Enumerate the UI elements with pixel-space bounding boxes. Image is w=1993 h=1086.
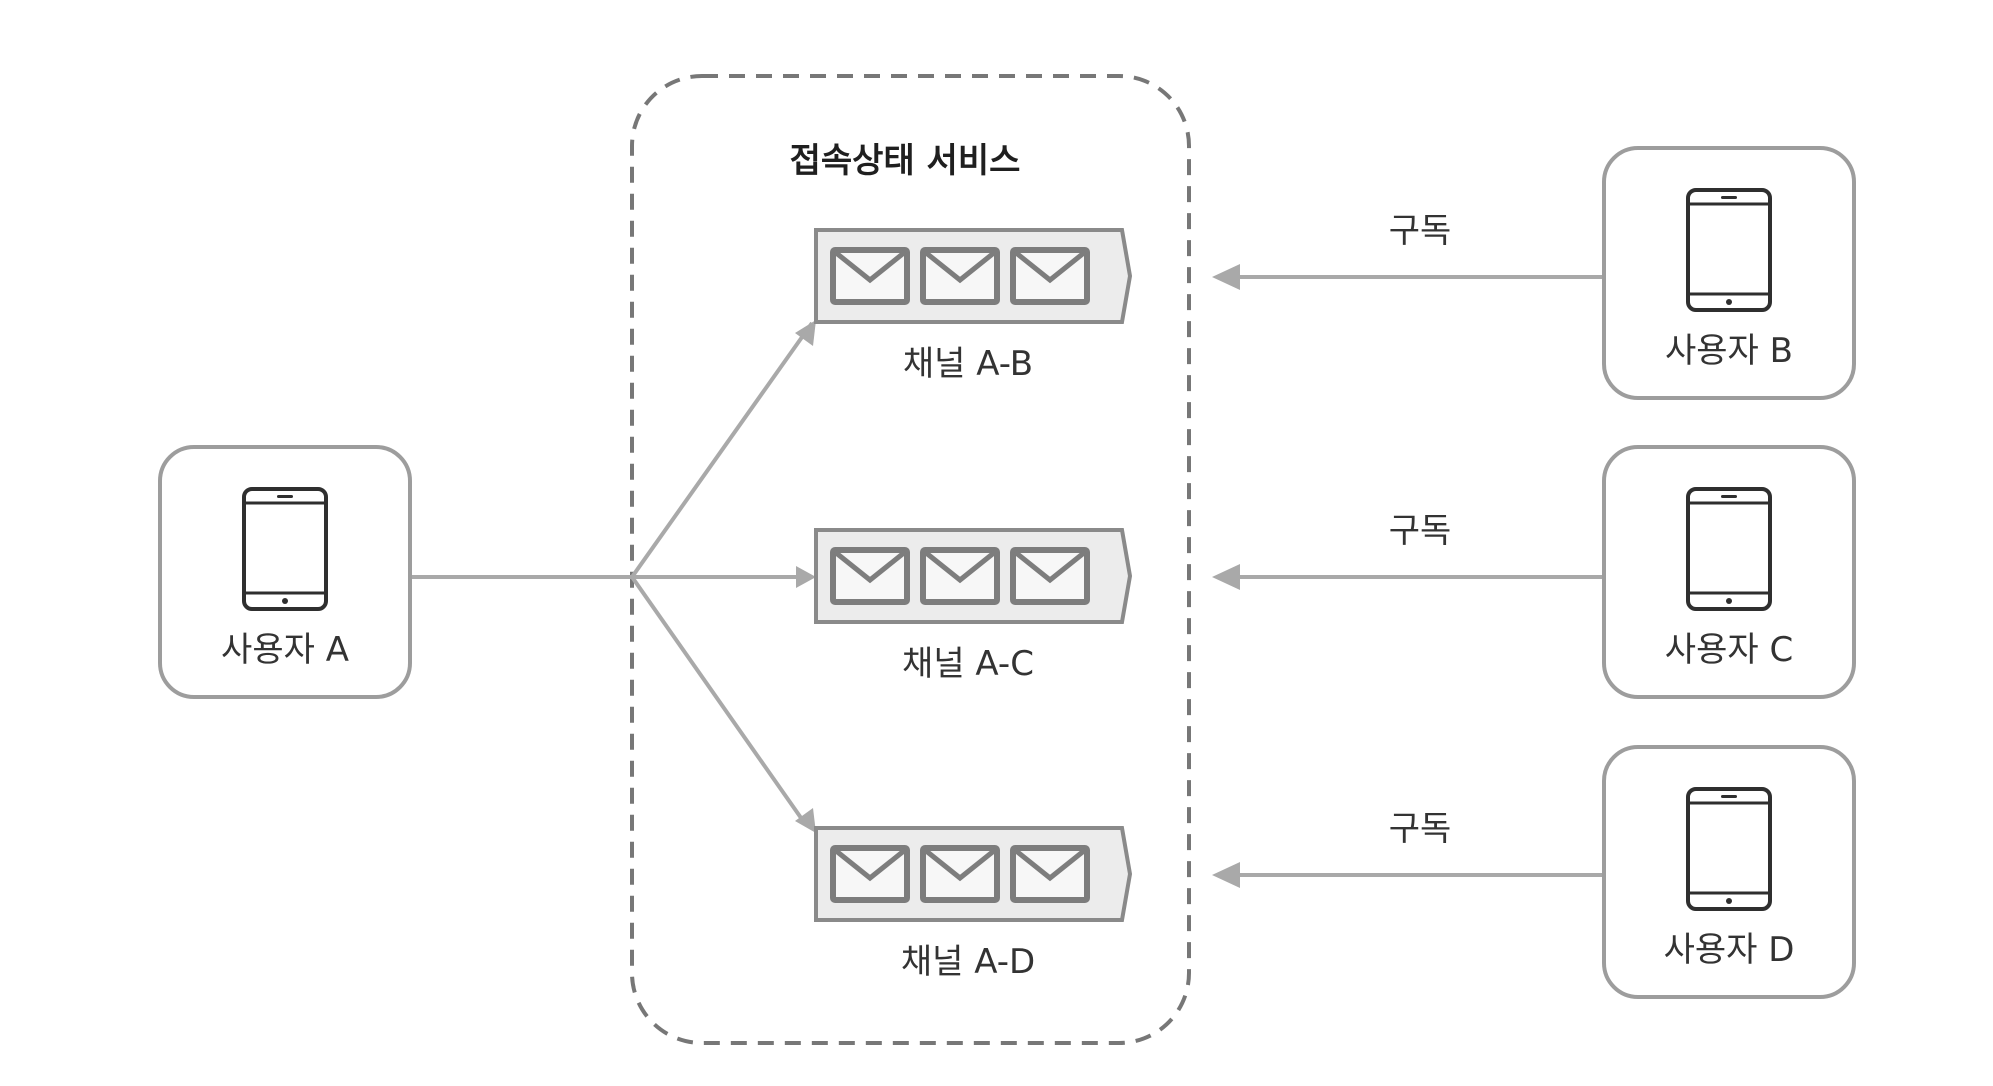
edge-label-subscribe-d: 구독	[1389, 809, 1452, 849]
channel-a-c: 채널 A-C	[814, 528, 1133, 684]
presence-service-boundary	[630, 74, 1191, 1045]
envelope-icon	[830, 845, 910, 903]
smartphone-icon	[1686, 787, 1772, 911]
envelope-icon	[920, 247, 1000, 305]
user-label: 사용자 A	[221, 630, 349, 670]
subscribe-edges: 구독 구독 구독	[1212, 211, 1604, 888]
arrowhead-subscribe-b	[1212, 264, 1240, 290]
user-d-node: 사용자 D	[1602, 745, 1856, 999]
user-c-node: 사용자 C	[1602, 445, 1856, 699]
presence-service-title: 접속상태 서비스	[790, 141, 1021, 181]
envelope-icon	[1010, 247, 1090, 305]
channel-label: 채널 A-D	[901, 942, 1035, 982]
channel-a-d: 채널 A-D	[814, 826, 1133, 982]
envelope-icon	[830, 247, 910, 305]
user-a-node: 사용자 A	[158, 445, 412, 699]
edge-to-channel-a-d	[630, 575, 808, 827]
presence-service: 접속상태 서비스	[630, 74, 1191, 1045]
arrowhead-channel-a-c	[796, 566, 816, 588]
envelope-icon	[1010, 547, 1090, 605]
edge-label-subscribe-c: 구독	[1389, 511, 1452, 551]
arrowhead-subscribe-c	[1212, 564, 1240, 590]
envelope-icon	[830, 547, 910, 605]
user-label: 사용자 C	[1665, 630, 1793, 670]
channel-a-b: 채널 A-B	[814, 228, 1133, 384]
edge-label-subscribe-b: 구독	[1389, 211, 1452, 251]
channel-label: 채널 A-C	[902, 644, 1034, 684]
arrowhead-channel-a-d	[795, 808, 816, 833]
arrowhead-channel-a-b	[795, 320, 816, 346]
envelope-icon	[920, 845, 1000, 903]
smartphone-icon	[1686, 188, 1772, 312]
user-b-node: 사용자 B	[1602, 146, 1856, 400]
envelope-icon	[1010, 845, 1090, 903]
edge-to-channel-a-b	[630, 321, 814, 579]
smartphone-icon	[242, 487, 328, 611]
channel-label: 채널 A-B	[903, 344, 1033, 384]
arrowhead-subscribe-d	[1212, 862, 1240, 888]
user-label: 사용자 B	[1665, 331, 1793, 371]
smartphone-icon	[1686, 487, 1772, 611]
envelope-icon	[920, 547, 1000, 605]
user-label: 사용자 D	[1664, 930, 1795, 970]
publish-edges	[412, 320, 816, 833]
